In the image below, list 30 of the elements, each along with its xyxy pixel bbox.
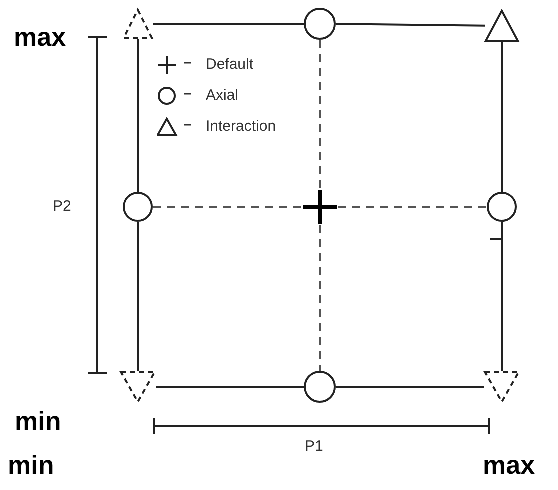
legend-label: Default xyxy=(206,57,254,72)
line xyxy=(501,42,503,192)
axis-max-label: max xyxy=(483,452,536,478)
axial-point-circle xyxy=(304,371,336,403)
dashed-line xyxy=(153,206,302,208)
axis-title: P1 xyxy=(305,439,324,454)
line xyxy=(501,222,503,371)
dashed-line xyxy=(319,40,321,189)
line xyxy=(153,23,304,25)
line xyxy=(137,222,139,371)
line xyxy=(336,23,486,27)
line xyxy=(336,386,484,388)
legend-label: Interaction xyxy=(206,119,276,134)
axial-point-circle xyxy=(123,192,153,222)
interaction-point-triangle xyxy=(123,9,153,39)
interaction-point-triangle xyxy=(485,10,519,42)
interaction-point-triangle xyxy=(484,371,520,403)
legend-label: Axial xyxy=(206,88,239,103)
axial-point-circle xyxy=(304,8,336,40)
axis-min-label: min xyxy=(15,408,62,434)
axis-title: P2 xyxy=(53,199,72,214)
axial-point-circle xyxy=(487,192,517,222)
line xyxy=(156,386,304,388)
axis-max-label: max xyxy=(14,24,66,50)
dashed-line xyxy=(319,225,321,371)
default-point-cross xyxy=(302,189,338,225)
interaction-point-triangle xyxy=(120,371,156,403)
line xyxy=(137,39,139,192)
dashed-line xyxy=(338,206,487,208)
axis-min-label: min xyxy=(8,452,54,478)
